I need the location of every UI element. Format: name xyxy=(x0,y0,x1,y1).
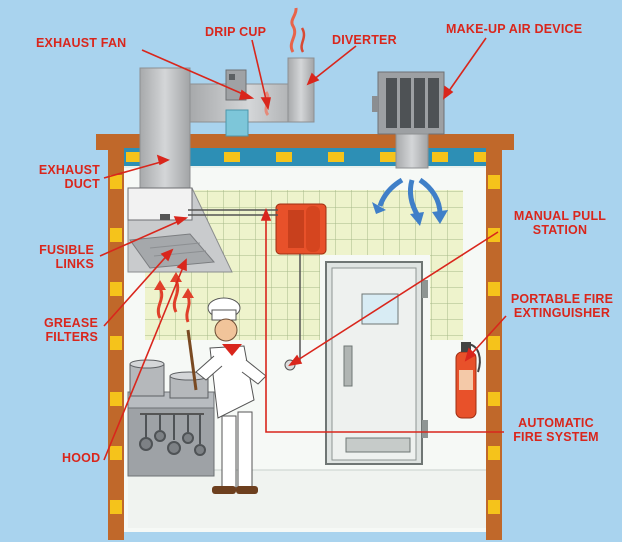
label-exhaust-duct-line2: DUCT xyxy=(64,177,100,191)
portable-extinguisher xyxy=(455,342,481,419)
label-fusible-links-line1: FUSIBLE xyxy=(39,243,94,257)
label-exhaust-duct: EXHAUST DUCT xyxy=(36,163,100,191)
label-fusible-links-line2: LINKS xyxy=(55,257,94,271)
exhaust-system xyxy=(127,7,315,273)
door xyxy=(325,261,428,465)
leader-lines xyxy=(99,37,507,461)
label-auto-fire-line2: FIRE SYSTEM xyxy=(513,430,599,444)
label-portable-fire-extinguisher: PORTABLE FIRE EXTINGUISHER xyxy=(506,292,618,320)
label-drip-cup: DRIP CUP xyxy=(205,25,267,39)
label-fusible-links: FUSIBLE LINKS xyxy=(36,243,94,271)
label-manual-pull-line2: STATION xyxy=(532,223,588,237)
label-automatic-fire-system: AUTOMATIC FIRE SYSTEM xyxy=(506,416,606,444)
label-exhaust-duct-line1: EXHAUST xyxy=(38,163,100,177)
label-grease-filters-line2: FILTERS xyxy=(45,330,98,344)
label-extinguisher-line2: EXTINGUISHER xyxy=(513,306,611,320)
fire-suppression-unit xyxy=(188,203,327,371)
label-hood: HOOD xyxy=(62,451,101,465)
label-auto-fire-line1: AUTOMATIC xyxy=(518,416,594,430)
label-manual-pull-station: MANUAL PULL STATION xyxy=(504,209,616,237)
label-grease-filters-line1: GREASE xyxy=(44,316,98,330)
chef-figure xyxy=(186,297,267,494)
label-extinguisher-line1: PORTABLE FIRE xyxy=(510,292,614,306)
label-manual-pull-line1: MANUAL PULL xyxy=(513,209,607,223)
label-diverter: DIVERTER xyxy=(332,33,397,47)
label-make-up-air-device: MAKE-UP AIR DEVICE xyxy=(446,22,583,36)
label-grease-filters: GREASE FILTERS xyxy=(36,316,98,344)
makeup-air-device xyxy=(372,71,448,226)
cooking-station xyxy=(127,272,215,477)
label-exhaust-fan: EXHAUST FAN xyxy=(36,36,127,50)
